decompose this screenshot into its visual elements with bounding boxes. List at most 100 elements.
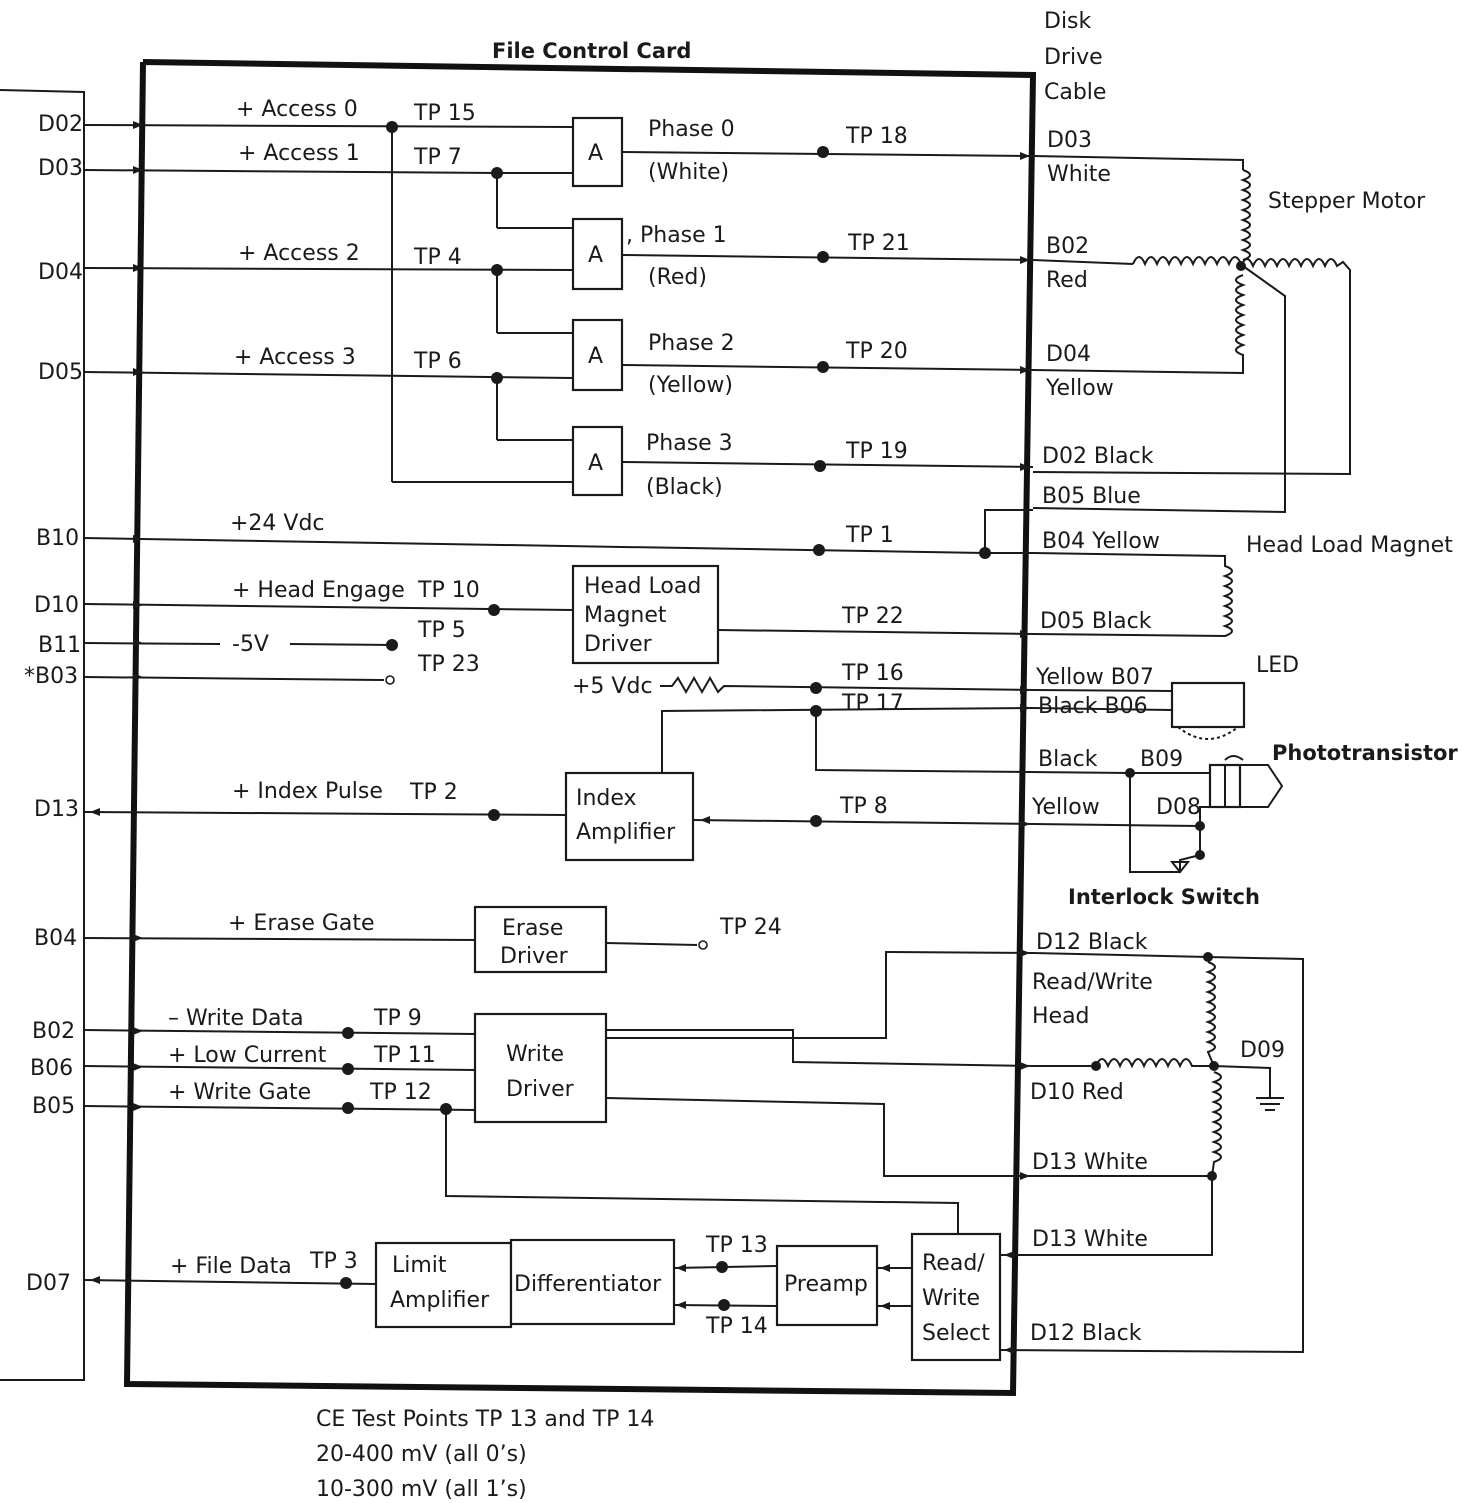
tp17-label: TP 17: [841, 691, 904, 716]
phase3-color: (Black): [646, 475, 723, 500]
pin-b05: B05: [32, 1094, 75, 1119]
stepper-motor-label: Stepper Motor: [1268, 189, 1426, 214]
card-outline: [0, 59, 1037, 1397]
rp-b04-yellow: B04 Yellow: [1042, 529, 1160, 554]
tp13-label: TP 13: [705, 1233, 768, 1258]
tp5-label: TP 5: [417, 618, 466, 643]
tp22-label: TP 22: [841, 604, 904, 629]
signal-head-engage: + Head Engage: [232, 578, 405, 603]
note-1: CE Test Points TP 13 and TP 14: [316, 1407, 654, 1432]
rp-d12-black: D12 Black: [1036, 930, 1148, 955]
block-write-2: Driver: [506, 1077, 575, 1102]
tp2-label: TP 2: [409, 780, 458, 805]
signal-access1: + Access 1: [238, 141, 360, 166]
tp15-label: TP 15: [413, 101, 476, 126]
gate-a-0: A: [588, 141, 603, 166]
signal-access0: + Access 0: [236, 97, 358, 122]
rp-d03: D03: [1047, 128, 1092, 153]
rp-d12-black2: D12 Black: [1030, 1321, 1142, 1346]
block-differentiator: Differentiator: [514, 1272, 662, 1297]
read-chain: [83, 1232, 1002, 1362]
phase0-name: Phase 0: [648, 117, 735, 142]
tp24-label: TP 24: [719, 915, 782, 940]
phase2-name: Phase 2: [648, 331, 735, 356]
tp18-label: TP 18: [845, 124, 908, 149]
signal-24v: +24 Vdc: [230, 511, 325, 536]
tp16-label: TP 16: [841, 661, 904, 686]
pin-b03: *B03: [24, 664, 78, 689]
rp-d04: D04: [1046, 342, 1091, 367]
block-limit-2: Amplifier: [390, 1288, 490, 1313]
gate-a-1: A: [588, 243, 603, 268]
block-index-1: Index: [576, 786, 637, 811]
rp-b02: B02: [1046, 234, 1089, 259]
pin-d10: D10: [34, 593, 79, 618]
phase1-color: (Red): [648, 265, 707, 290]
signal-write-data: – Write Data: [168, 1006, 304, 1031]
block-write-1: Write: [506, 1042, 564, 1067]
tp3-label: TP 3: [309, 1249, 358, 1274]
rp-d08: D08: [1156, 795, 1201, 820]
tp11-label: TP 11: [373, 1043, 436, 1068]
tp8-label: TP 8: [839, 794, 888, 819]
pin-b06: B06: [30, 1056, 73, 1081]
rp-d05-black: D05 Black: [1040, 609, 1152, 634]
head-load-magnet-label: Head Load Magnet: [1246, 533, 1453, 558]
pin-d03: D03: [38, 156, 83, 181]
tp23-label: TP 23: [417, 652, 480, 677]
block-hlmd-2: Magnet: [584, 603, 667, 628]
block-index-2: Amplifier: [576, 820, 676, 845]
left-pins: D02 D03 D04 D05 B10 D10 B11 *B03 D13 B04…: [24, 112, 83, 1296]
cable-label-3: Cable: [1044, 80, 1106, 105]
rp-d13-white: D13 White: [1032, 1150, 1148, 1175]
pin-b10: B10: [36, 526, 79, 551]
phase1-name: , Phase 1: [626, 223, 727, 248]
tp9-label: TP 9: [373, 1006, 422, 1031]
stepper-motor-windings: [1032, 155, 1351, 514]
signal-access3: + Access 3: [234, 345, 356, 370]
interlock-switch-label: Interlock Switch: [1068, 885, 1260, 909]
tp7-label: TP 7: [413, 145, 462, 170]
phase2-color: (Yellow): [648, 373, 733, 398]
stepper-section: A A A A: [83, 116, 1034, 497]
rp-yellow-b07: Yellow B07: [1035, 665, 1154, 690]
rp-black-b06: Black B06: [1038, 694, 1148, 719]
block-hlmd-1: Head Load: [584, 574, 701, 599]
rp-d10-red: D10 Red: [1030, 1080, 1124, 1105]
write-section: [83, 905, 1034, 1234]
signal-index-pulse: + Index Pulse: [232, 779, 383, 804]
block-rws-2: Write: [922, 1286, 980, 1311]
tp12-label: TP 12: [369, 1080, 432, 1105]
pin-d02: D02: [38, 112, 83, 137]
gate-a-2: A: [588, 344, 603, 369]
block-erase-1: Erase: [502, 916, 563, 941]
cable-label-1: Disk: [1044, 9, 1092, 34]
tp20-label: TP 20: [845, 339, 908, 364]
tp4-label: TP 4: [413, 245, 462, 270]
tp14-label: TP 14: [705, 1314, 768, 1339]
signal-low-current: + Low Current: [168, 1043, 327, 1068]
rw-head-coils: [999, 952, 1304, 1354]
tp10-label: TP 10: [417, 578, 480, 603]
note-3: 10-300 mV (all 1’s): [316, 1477, 527, 1502]
rp-yellow2: Yellow: [1031, 795, 1100, 820]
block-rws-3: Select: [922, 1321, 990, 1346]
signal-minus5v: -5V: [232, 632, 269, 657]
rp-black: Black: [1038, 747, 1098, 772]
card-title: File Control Card: [492, 39, 691, 63]
block-hlmd-3: Driver: [584, 632, 653, 657]
rp-b05-blue: B05 Blue: [1042, 484, 1141, 509]
block-limit-1: Limit: [392, 1253, 447, 1278]
pin-d05: D05: [38, 360, 83, 385]
note-2: 20-400 mV (all 0’s): [316, 1442, 527, 1467]
pin-b11: B11: [38, 633, 81, 658]
pin-d07: D07: [26, 1271, 71, 1296]
tp6-label: TP 6: [413, 349, 462, 374]
rp-white: White: [1047, 162, 1111, 187]
tp19-label: TP 19: [845, 439, 908, 464]
tp21-label: TP 21: [847, 231, 910, 256]
pin-b02: B02: [32, 1019, 75, 1044]
gate-a-3: A: [588, 451, 603, 476]
phototransistor-label: Phototransistor: [1272, 741, 1458, 765]
